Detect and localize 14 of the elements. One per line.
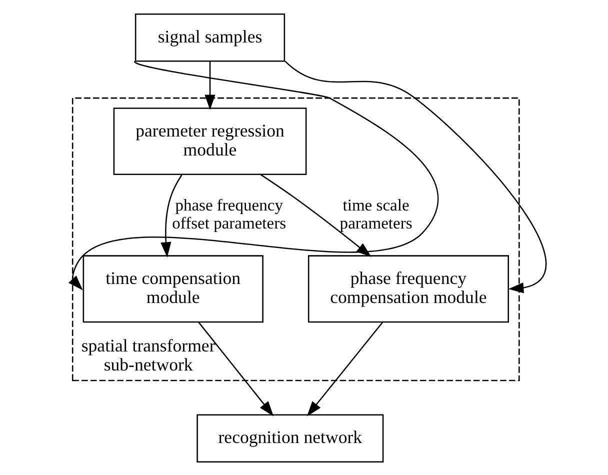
edge-label: time scale parameters xyxy=(339,195,412,232)
edge-label: phase frequency offset parameters xyxy=(172,195,286,232)
node-box: phase frequency compensation module xyxy=(307,254,508,322)
node-box: time compensation module xyxy=(82,254,263,322)
arrow xyxy=(284,60,546,293)
node-box: recognition network xyxy=(196,414,384,462)
arrow xyxy=(306,321,383,416)
node-box: paremeter regression module xyxy=(112,107,306,175)
node-box: signal samples xyxy=(134,12,285,62)
arrow xyxy=(204,60,215,110)
arrow xyxy=(260,174,371,256)
arrow xyxy=(160,174,182,257)
arrow xyxy=(68,60,438,290)
arrow xyxy=(198,321,274,416)
